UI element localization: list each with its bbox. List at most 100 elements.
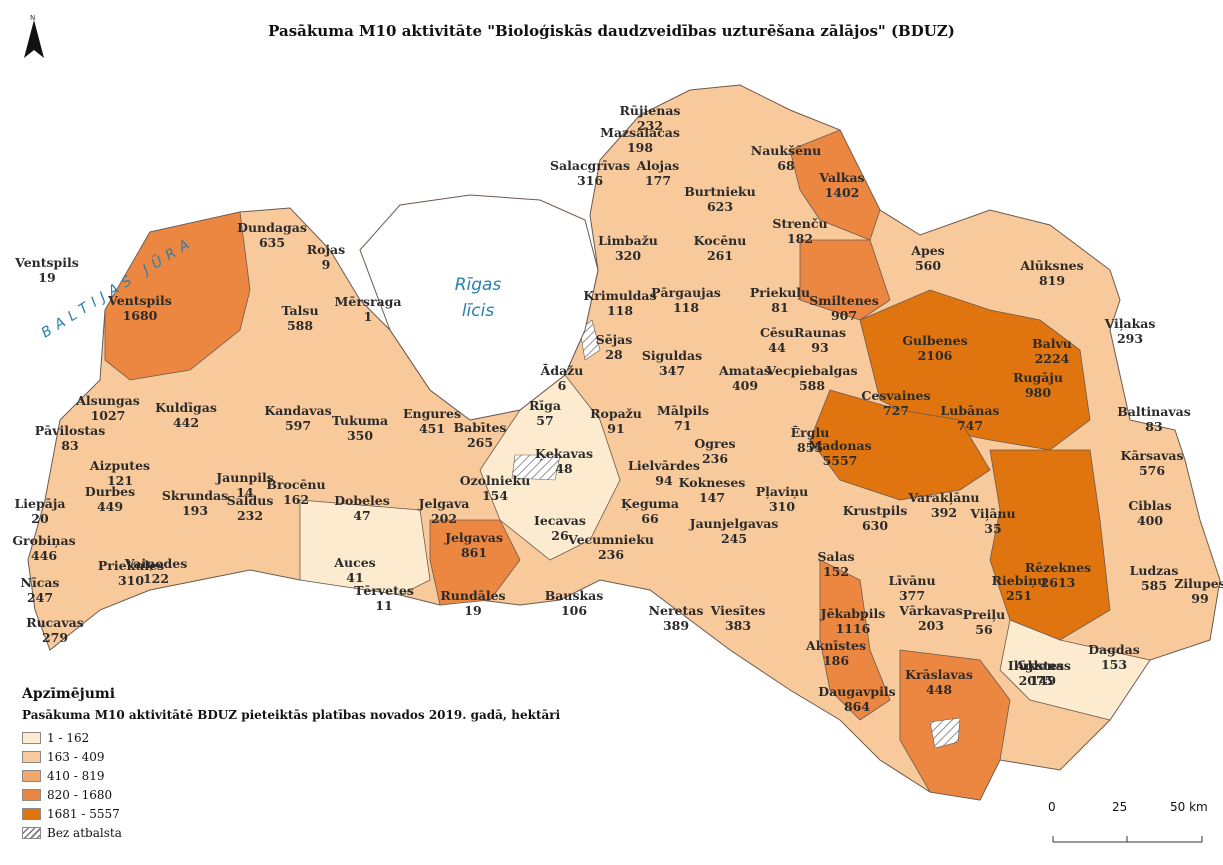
municipality-name: Ādažu [540, 363, 584, 378]
municipality-value: 855 [797, 440, 823, 455]
legend-item: 1681 - 5557 [22, 804, 622, 823]
municipality-value: 588 [799, 378, 825, 393]
municipality-value: 1027 [91, 408, 126, 423]
municipality-value: 152 [823, 564, 849, 579]
municipality-name: Kokneses [679, 475, 746, 490]
north-letter: N [30, 14, 36, 22]
municipality-value: 122 [143, 571, 169, 586]
legend-swatch [22, 807, 41, 820]
municipality-name: Tukuma [332, 413, 388, 428]
municipality-value: 147 [699, 490, 725, 505]
municipality-value: 202 [431, 511, 457, 526]
municipality-name: Apes [910, 243, 944, 258]
municipality-value: 1 [364, 309, 373, 324]
municipality-value: 193 [182, 503, 208, 518]
municipality-value: 236 [702, 451, 728, 466]
municipality-name: Neretas [649, 603, 704, 618]
municipality-name: Engures [403, 406, 461, 421]
municipality-value: 576 [1139, 463, 1165, 478]
municipality-name: Pārgaujas [651, 285, 721, 300]
municipality-name: Preiļu [963, 607, 1006, 623]
municipality-value: 2613 [1041, 575, 1076, 590]
municipality-name: Priekules [98, 558, 164, 573]
municipality-name: Jelgava [418, 496, 470, 511]
municipality-value: 118 [673, 300, 699, 315]
municipality-name: Mazsalacas [600, 125, 680, 140]
municipality-value: 5557 [823, 453, 858, 468]
municipality-value: 819 [1039, 273, 1065, 288]
municipality-name: Viļakas [1104, 316, 1156, 332]
municipality-name: Viļānu [969, 506, 1015, 522]
municipality-value: 261 [707, 248, 733, 263]
municipality-name: Krāslavas [905, 667, 973, 682]
scale-bar: 0 25 50 km [1040, 800, 1215, 850]
municipality-name: Raunas [794, 325, 846, 340]
municipality-name: Līvānu [888, 573, 935, 588]
municipality-name: Ciblas [1128, 498, 1171, 513]
municipality-name: Krimuldas [583, 288, 656, 303]
municipality-value: 177 [645, 173, 671, 188]
municipality-value: 448 [926, 682, 952, 697]
municipality-name: Bauskas [545, 588, 604, 603]
municipality-value: 28 [605, 347, 623, 362]
municipality-value: 747 [957, 418, 983, 433]
municipality-name: Ērglu [791, 425, 830, 440]
municipality-value: 41 [346, 570, 363, 585]
legend-item: 163 - 409 [22, 747, 622, 766]
municipality-value: 236 [598, 547, 624, 562]
municipality-value: 35 [984, 521, 1001, 536]
zone-hatch-daugavpils [929, 717, 961, 749]
municipality-name: Jēkabpils [820, 606, 886, 621]
municipality-name: Alojas [636, 158, 679, 173]
municipality-value: 560 [915, 258, 941, 273]
municipality-value: 68 [777, 158, 795, 173]
municipality-name: Lubānas [941, 403, 1000, 418]
municipality-value: 232 [637, 118, 663, 133]
municipality-value: 198 [627, 140, 653, 155]
municipality-value: 265 [467, 435, 493, 450]
municipality-value: 727 [883, 403, 909, 418]
zone-rezekne [989, 449, 1111, 641]
municipality-name: Talsu [281, 303, 318, 318]
legend-title: Apzīmējumi [22, 686, 116, 702]
